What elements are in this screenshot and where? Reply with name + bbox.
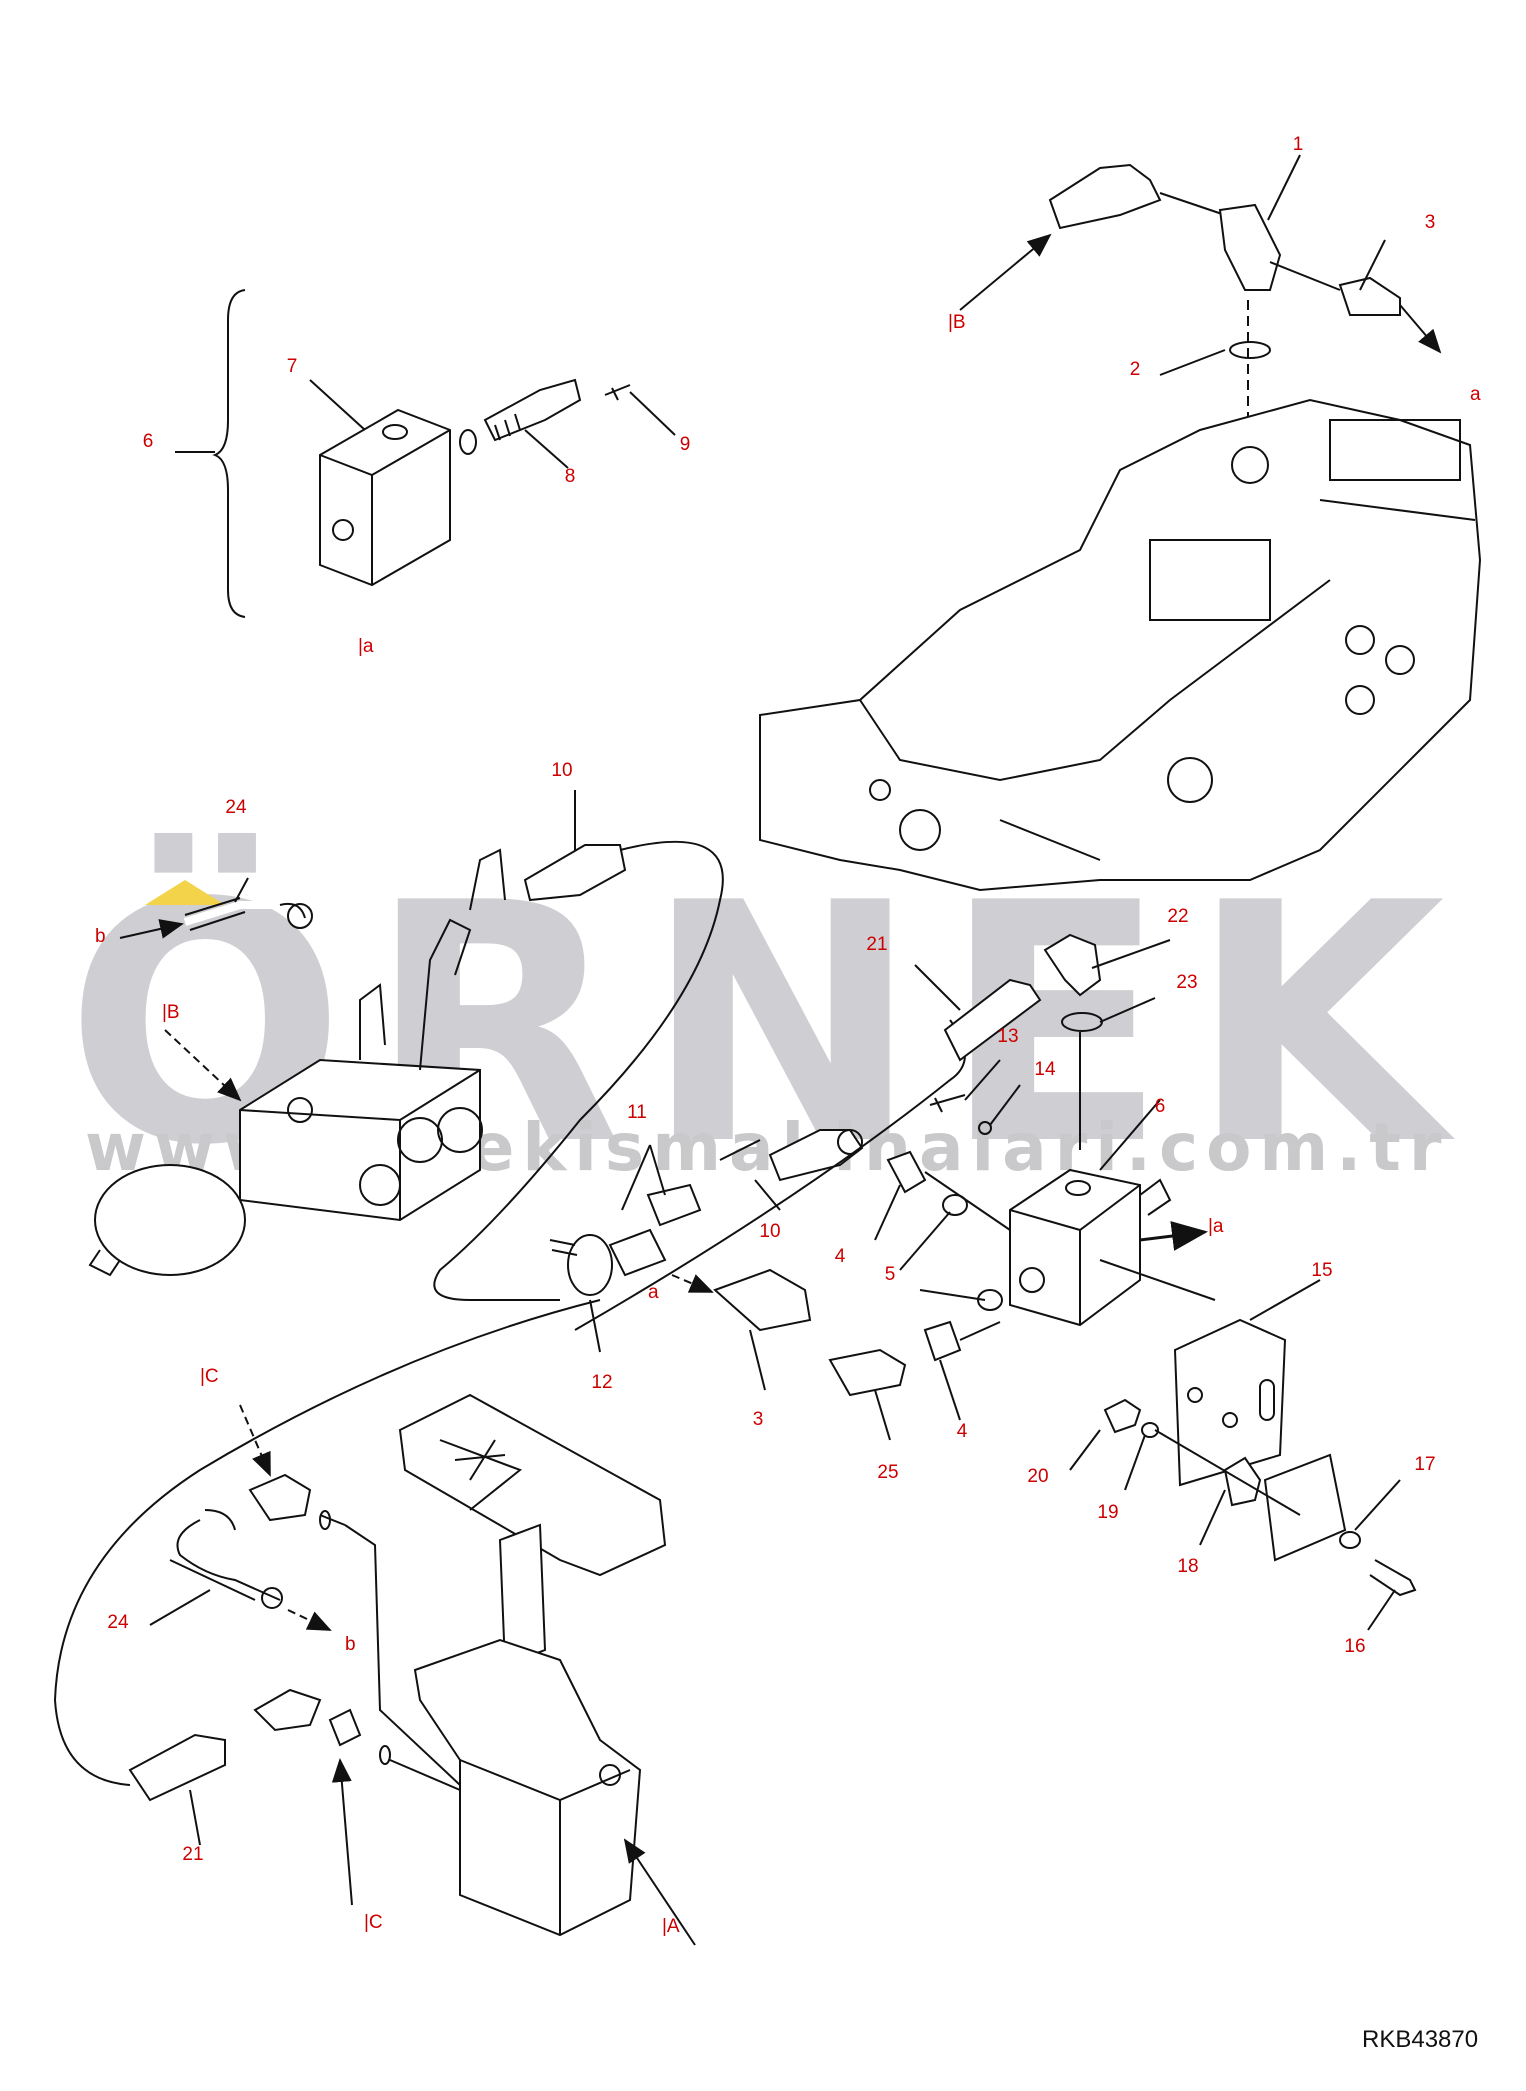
callout-labels: 1233445667891010111213141516171819202121… — [107, 134, 1435, 1865]
callout-c22: 22 — [1167, 906, 1188, 927]
callout-c1: 1 — [1293, 134, 1304, 155]
callout-c4a: 4 — [835, 1246, 846, 1267]
callout-c14: 14 — [1034, 1059, 1056, 1080]
callout-c20: 20 — [1027, 1466, 1048, 1487]
reference-rB2: |B — [162, 1002, 180, 1023]
reference-rC1: |C — [200, 1366, 219, 1387]
callout-c3a: 3 — [1425, 212, 1436, 233]
reference-ra1: a — [1470, 384, 1481, 405]
callout-c2: 2 — [1130, 359, 1141, 380]
callout-c12: 12 — [591, 1372, 612, 1393]
callout-c13: 13 — [997, 1026, 1018, 1047]
reference-rA: |A — [662, 1916, 680, 1937]
reference-rb1: b — [95, 926, 106, 947]
reference-rb2: b — [345, 1634, 356, 1655]
callout-c17: 17 — [1414, 1454, 1435, 1475]
callout-c11: 11 — [627, 1102, 647, 1123]
callout-c18: 18 — [1177, 1556, 1198, 1577]
callout-c7: 7 — [287, 356, 298, 377]
reference-ra2: |a — [358, 636, 374, 657]
tube-clamp-group — [53, 933, 1417, 1786]
callout-c23: 23 — [1176, 972, 1197, 993]
callout-c6b: 6 — [1155, 1096, 1166, 1117]
drawing-code: RKB43870 — [1362, 2026, 1479, 2053]
callout-c25: 25 — [877, 1462, 898, 1483]
reference-ra3: a — [648, 1282, 659, 1303]
reference-rC2: |C — [364, 1912, 383, 1933]
callout-c21a: 21 — [866, 934, 887, 955]
callout-c10a: 10 — [551, 760, 572, 781]
callout-c9: 9 — [680, 434, 691, 455]
callout-c5: 5 — [885, 1264, 896, 1285]
callout-c24b: 24 — [107, 1612, 129, 1633]
callout-c8: 8 — [565, 466, 576, 487]
callout-c24a: 24 — [225, 797, 247, 818]
reference-ra4: |a — [1208, 1216, 1224, 1237]
reference-rB1: |B — [948, 312, 966, 333]
callout-c3b: 3 — [753, 1409, 764, 1430]
callout-c6a: 6 — [143, 431, 154, 452]
callout-c10b: 10 — [759, 1221, 780, 1242]
reference-labels: |B a |a b |B a |a |C b |C |A — [95, 312, 1481, 1937]
callout-c16: 16 — [1344, 1636, 1365, 1657]
callout-c15: 15 — [1311, 1260, 1332, 1281]
callout-c19: 19 — [1097, 1502, 1118, 1523]
watermark-accent — [145, 880, 225, 905]
pump-assembly — [759, 154, 1482, 892]
callout-c21b: 21 — [182, 1844, 203, 1865]
assembly-6-inset — [175, 289, 676, 618]
callout-c4b: 4 — [957, 1421, 968, 1442]
valve-block-b — [88, 790, 724, 1301]
pedal-valve-a — [128, 1393, 696, 1946]
